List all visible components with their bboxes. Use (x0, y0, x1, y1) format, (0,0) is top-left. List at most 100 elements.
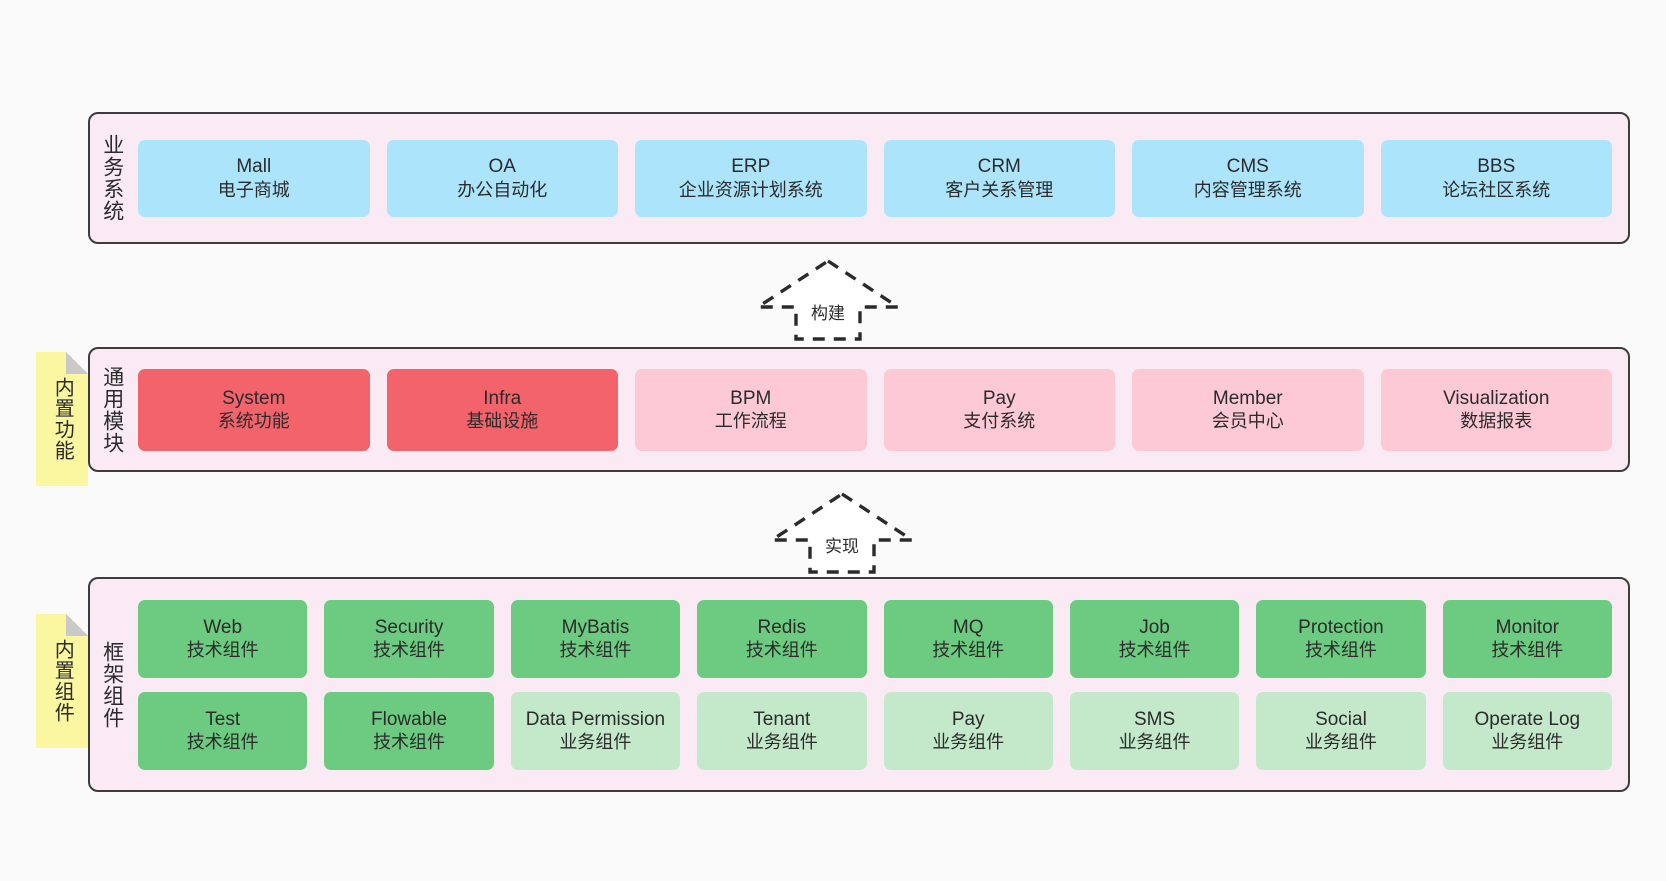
card-title: Pay (982, 387, 1016, 409)
card-subtitle: 业务组件 (1118, 732, 1191, 753)
card-title: Web (203, 616, 243, 638)
card-subtitle: 技术组件 (1491, 640, 1564, 661)
card-subtitle: 业务组件 (932, 732, 1005, 753)
card-subtitle: 技术组件 (373, 640, 446, 661)
card-subtitle: 业务组件 (745, 732, 818, 753)
card-title: Infra (483, 387, 522, 409)
card-subtitle: 业务组件 (1304, 732, 1377, 753)
builtin-function-note-label: 内置功能 (51, 377, 74, 461)
implement-arrow: 实现 (762, 488, 922, 578)
business-layer-title: 业务系统 (100, 134, 124, 222)
card-title: Flowable (371, 708, 448, 730)
card-subtitle: 技术组件 (186, 640, 259, 661)
card-title: Data Permission (525, 708, 666, 730)
card-title: Mall (236, 156, 272, 178)
card-title: BPM (730, 387, 772, 409)
card-title: CMS (1226, 156, 1269, 178)
card-title: Visualization (1443, 387, 1550, 409)
card-subtitle: 技术组件 (373, 732, 446, 753)
builtin-component-note-label: 内置组件 (51, 639, 74, 723)
card-title: Tenant (753, 708, 811, 730)
card-subtitle: 数据报表 (1460, 411, 1533, 432)
card-subtitle: 支付系统 (963, 411, 1036, 432)
builtin-component-note: 内置组件 (36, 614, 88, 748)
build-arrow: 构建 (748, 255, 908, 345)
card-subtitle: 业务组件 (1491, 732, 1564, 753)
implement-arrow-label: 实现 (825, 537, 859, 556)
card-title: CRM (977, 156, 1021, 178)
card-subtitle: 业务组件 (559, 732, 632, 753)
card-title: Operate Log (1474, 708, 1581, 730)
card-subtitle: 基础设施 (466, 411, 539, 432)
card-title: MyBatis (561, 616, 630, 638)
card-subtitle: 技术组件 (559, 640, 632, 661)
card-subtitle: 客户关系管理 (945, 179, 1054, 200)
card-title: System (222, 387, 286, 409)
card-title: Monitor (1495, 616, 1559, 638)
card-title: Member (1212, 387, 1283, 409)
card-subtitle: 会员中心 (1211, 411, 1284, 432)
card-title: Security (374, 616, 444, 638)
card-title: Social (1315, 708, 1367, 730)
card-subtitle: 企业资源计划系统 (678, 179, 823, 200)
card-title: OA (488, 156, 516, 178)
card-title: Job (1139, 616, 1170, 638)
card-title: Test (205, 708, 241, 730)
card-title: SMS (1133, 708, 1176, 730)
card-subtitle: 技术组件 (1118, 640, 1191, 661)
build-arrow-label: 构建 (811, 304, 845, 323)
card-subtitle: 办公自动化 (457, 179, 548, 200)
card-title: MQ (952, 616, 984, 638)
card-subtitle: 工作流程 (714, 411, 787, 432)
card-subtitle: 电子商城 (217, 179, 290, 200)
card-title: Protection (1298, 616, 1384, 638)
builtin-function-note: 内置功能 (36, 352, 88, 486)
card-title: BBS (1477, 156, 1516, 178)
card-subtitle: 技术组件 (1304, 640, 1377, 661)
card-subtitle: 技术组件 (745, 640, 818, 661)
module-layer-title: 通用模块 (100, 365, 124, 454)
card-title: Redis (757, 616, 807, 638)
card-title: ERP (731, 156, 771, 178)
card-subtitle: 论坛社区系统 (1442, 179, 1551, 200)
